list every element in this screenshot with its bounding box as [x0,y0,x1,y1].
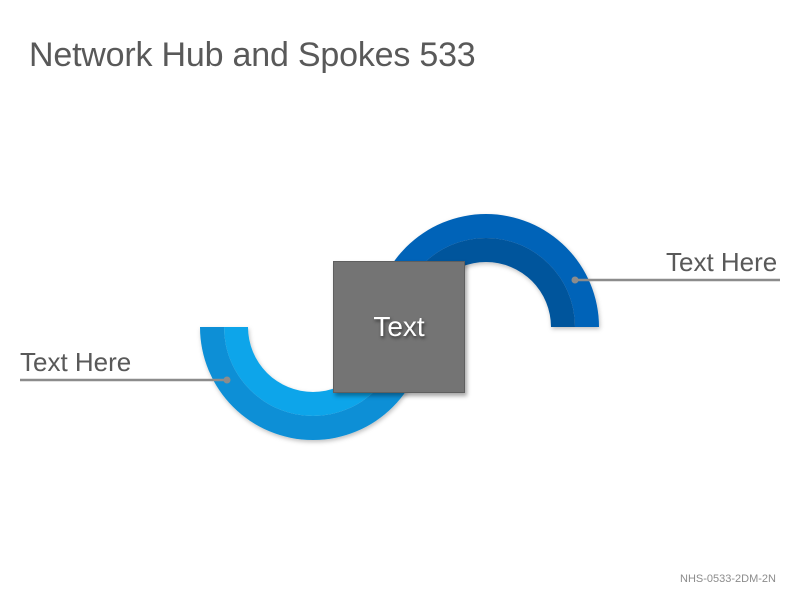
spoke-arc-left [200,327,426,440]
spoke-arc-left-inner [224,327,402,416]
leader-dot-right [571,276,579,284]
leader-dot-left [223,376,231,384]
spoke-arc-right-outer [373,214,599,327]
leader-line-right [571,276,780,284]
page-title: Network Hub and Spokes 533 [29,36,476,74]
hub-box: Text [333,261,465,393]
spoke-arc-left-outer [200,327,426,440]
spoke-label-right: Text Here [666,247,778,277]
diagram-code: NHS-0533-2DM-2N [680,573,776,585]
spoke-arc-right-inner [397,238,575,327]
hub-label: Text [373,311,425,342]
spoke-label-left: Text Here [20,347,132,377]
spoke-arc-right [373,214,599,327]
leader-line-left [20,376,231,384]
